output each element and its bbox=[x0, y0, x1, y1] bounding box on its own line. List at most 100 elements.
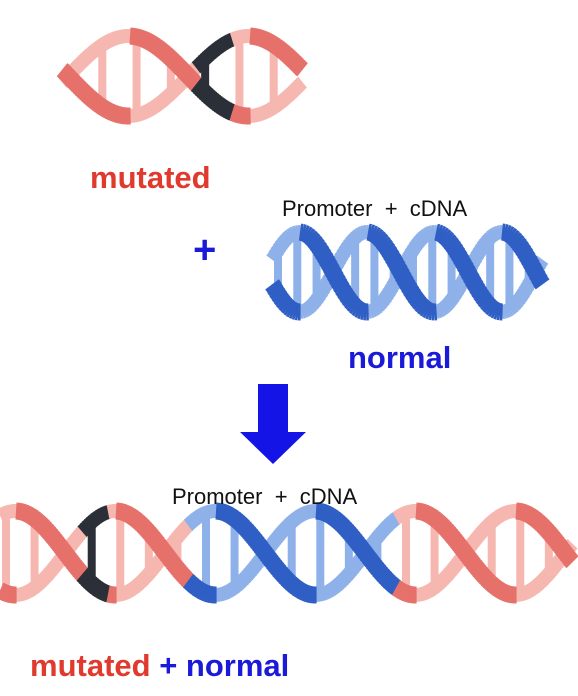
dna-strand-segment bbox=[483, 232, 495, 246]
dna-strand-segment bbox=[474, 242, 488, 255]
dna-strand-segment bbox=[158, 93, 169, 108]
dna-strand-segment bbox=[163, 553, 179, 569]
dna-strand-segment bbox=[513, 240, 529, 255]
normal-label: normal bbox=[348, 340, 452, 375]
dna-strand-segment bbox=[473, 288, 490, 303]
dna-strand-segment bbox=[479, 521, 492, 535]
dna-strand-segment bbox=[279, 233, 292, 247]
dna-strand-segment bbox=[461, 267, 478, 282]
dna-strand-segment bbox=[192, 79, 206, 96]
dna-strand-segment bbox=[399, 277, 416, 292]
dna-strand-segment bbox=[137, 573, 149, 587]
base-pair-rung bbox=[274, 249, 282, 295]
base-pair-rung bbox=[544, 532, 553, 574]
dna-strand-segment bbox=[246, 530, 261, 545]
dna-strand-segment bbox=[259, 548, 275, 563]
dna-strand-segment bbox=[70, 77, 84, 94]
dna-strand-segment bbox=[231, 512, 244, 529]
dna-strand-segment bbox=[134, 576, 145, 591]
dna-strand-segment bbox=[294, 61, 308, 77]
dna-strand-segment bbox=[475, 290, 491, 306]
dna-strand-segment bbox=[381, 245, 398, 259]
dna-strand-segment bbox=[276, 567, 291, 584]
dna-strand-segment bbox=[33, 514, 46, 531]
dna-strand-segment bbox=[445, 564, 458, 578]
dna-strand-segment bbox=[269, 533, 282, 547]
dna-strand-segment bbox=[440, 522, 455, 539]
dna-strand-segment bbox=[403, 284, 420, 299]
dna-strand-segment bbox=[234, 516, 248, 533]
dna-strand-segment bbox=[436, 518, 450, 534]
dna-strand-segment bbox=[338, 244, 352, 257]
dna-strand-segment bbox=[68, 75, 82, 91]
dna-strand-segment bbox=[481, 519, 493, 533]
dna-strand-segment bbox=[335, 575, 347, 589]
dna-strand-segment bbox=[195, 56, 207, 70]
mutated-label: mutated bbox=[90, 160, 211, 195]
dna-strand-segment bbox=[176, 567, 191, 584]
dna-strand-segment bbox=[45, 564, 58, 578]
dna-strand-segment bbox=[278, 570, 292, 586]
dna-strand-segment bbox=[183, 517, 195, 531]
dna-strand-segment bbox=[452, 281, 467, 294]
dna-strand-segment bbox=[201, 87, 214, 103]
dna-strand-segment bbox=[283, 517, 295, 531]
dna-strand-segment bbox=[84, 48, 95, 62]
dna-strand-segment bbox=[266, 251, 281, 264]
dna-strand-segment bbox=[366, 556, 381, 571]
dna-strand-segment bbox=[280, 298, 294, 314]
dna-strand-segment bbox=[309, 295, 322, 308]
dna-strand-segment bbox=[386, 515, 397, 530]
dna-strand-segment bbox=[129, 510, 141, 528]
dna-strand-segment bbox=[531, 272, 548, 286]
dna-strand-segment bbox=[347, 562, 360, 575]
dna-strand-segment bbox=[470, 561, 485, 576]
base-pair-rung bbox=[486, 237, 495, 307]
dna-strand-segment bbox=[473, 528, 486, 542]
dna-strand-segment bbox=[331, 276, 348, 291]
dna-strand-segment bbox=[508, 232, 523, 248]
dna-strand-segment bbox=[277, 43, 290, 60]
dna-strand-segment bbox=[236, 518, 250, 534]
dna-strand-segment bbox=[167, 536, 180, 549]
dna-strand-segment bbox=[323, 262, 340, 276]
dna-strand-segment bbox=[278, 296, 293, 312]
dna-strand-segment bbox=[157, 43, 170, 60]
dna-strand-segment bbox=[310, 292, 324, 305]
dna-strand-segment bbox=[286, 52, 300, 69]
base-pair-rung bbox=[516, 511, 525, 595]
dna-strand-segment bbox=[445, 239, 461, 254]
dna-strand-segment bbox=[207, 92, 220, 109]
dna-strand-segment bbox=[385, 251, 402, 266]
plus-sign: + bbox=[193, 228, 217, 272]
dna-strand-segment bbox=[348, 298, 362, 315]
dna-strand-segment bbox=[303, 228, 316, 245]
dna-strand-segment bbox=[71, 60, 83, 74]
dna-strand-segment bbox=[439, 300, 451, 314]
dna-strand-segment bbox=[206, 46, 217, 61]
dna-strand-segment bbox=[281, 519, 293, 533]
base-pair-rung bbox=[370, 234, 379, 310]
dna-strand-segment bbox=[521, 253, 538, 268]
dna-strand-segment bbox=[172, 58, 186, 75]
dna-strand-segment bbox=[372, 230, 386, 247]
dna-strand-segment bbox=[535, 575, 547, 589]
dna-strand-segment bbox=[412, 295, 427, 311]
dna-strand-segment bbox=[167, 84, 179, 98]
dna-strand-segment bbox=[372, 300, 383, 314]
dna-strand-segment bbox=[349, 559, 362, 573]
dna-strand-segment bbox=[37, 573, 49, 587]
dna-strand-segment bbox=[342, 238, 356, 251]
dna-strand-segment bbox=[332, 578, 343, 593]
dna-strand-segment bbox=[441, 569, 454, 582]
dna-strand-segment bbox=[357, 545, 373, 561]
dna-strand-segment bbox=[171, 531, 184, 544]
dna-strand-segment bbox=[414, 297, 428, 313]
dna-strand-segment bbox=[408, 240, 422, 253]
dna-strand-segment bbox=[417, 230, 429, 244]
dna-strand-segment bbox=[153, 540, 169, 556]
dna-strand-segment bbox=[190, 77, 204, 94]
dna-strand-segment bbox=[289, 82, 301, 96]
dna-strand-segment bbox=[382, 573, 396, 590]
dna-strand-segment bbox=[134, 516, 148, 533]
